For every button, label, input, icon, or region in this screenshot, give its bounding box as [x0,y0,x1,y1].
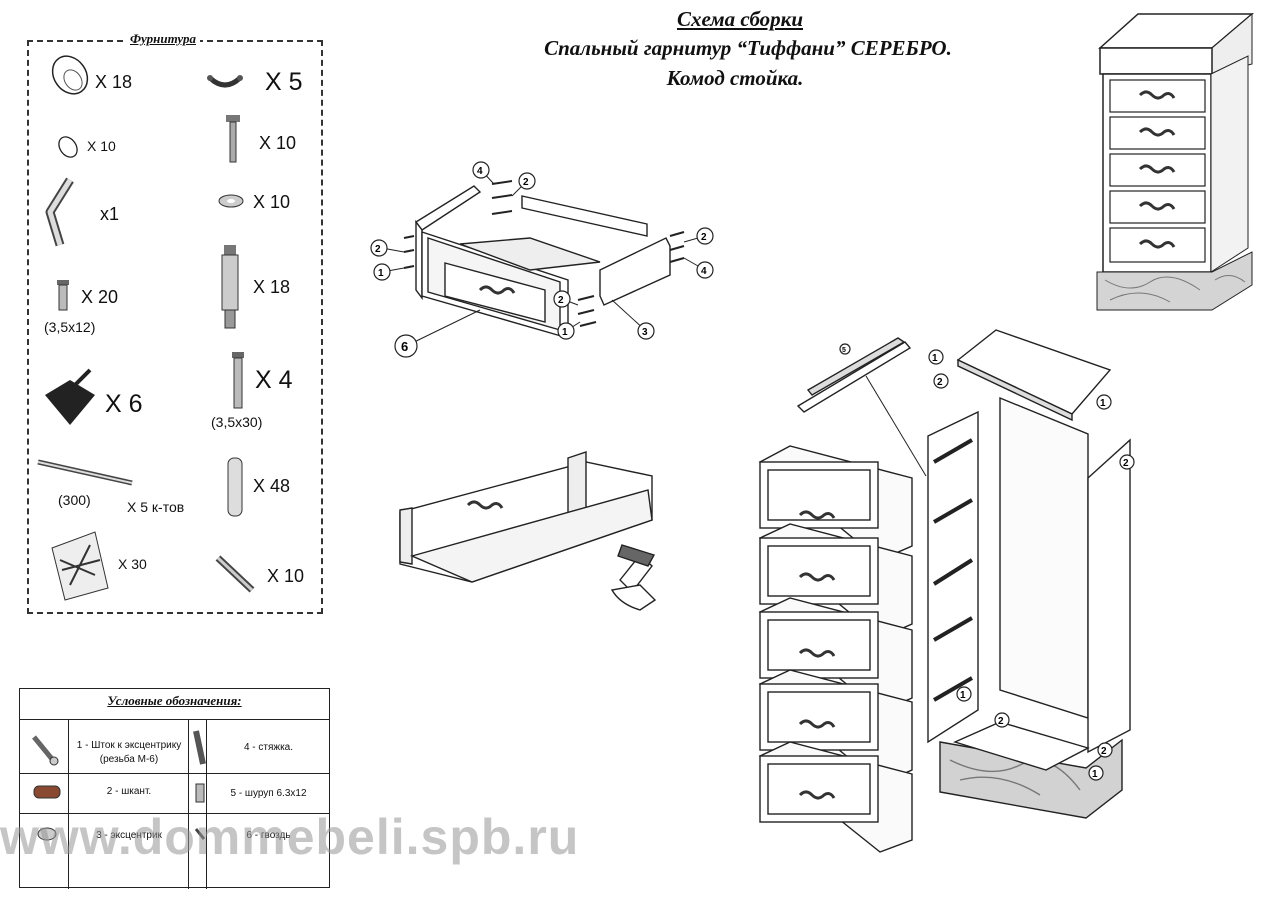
legend-stem-text: 1 - Шток к эксцентрику (резьба М-6) [76,740,182,765]
nail-bag-icon [51,531,109,601]
dowel-icon [33,785,61,799]
hex-key-icon [45,177,74,247]
svg-text:1: 1 [960,690,966,701]
small-cap-icon [58,136,78,158]
qty-hex-key: x1 [100,204,120,224]
svg-text:1: 1 [1092,769,1098,780]
svg-text:6: 6 [401,339,408,354]
watermark: www.dommebeli.spb.ru [0,809,580,865]
note-short-screw: (3,5x12) [44,319,96,335]
svg-text:3: 3 [642,327,648,338]
cam-stem-icon [221,245,239,329]
drawer-stack [758,445,913,853]
diagram-title: Схема сборки [676,7,803,31]
product-name: Спальный гарнитур “Тиффани” СЕРЕБРО. [544,36,952,60]
tie-screw-icon [193,730,206,765]
legend-eccentric-text: 3 - эксцентрик [96,830,162,841]
svg-text:2: 2 [701,232,707,243]
svg-text:2: 2 [523,177,529,188]
drawer-slide-icon [37,459,133,486]
furniture-leg-icon [45,368,95,425]
svg-text:1: 1 [562,327,568,338]
drawer-nailing [399,451,657,611]
eccentric-icon [37,827,57,841]
legend-dowel-text: 2 - шкант. [106,786,152,797]
bolt-icon [226,115,240,163]
short-screw-icon [57,280,69,311]
svg-text:2: 2 [558,295,564,306]
svg-text:2: 2 [375,244,381,255]
callout-2: 2 [553,290,571,308]
svg-text:2: 2 [1123,458,1129,469]
qty-washer: X 10 [253,192,291,212]
svg-text:2: 2 [1101,746,1107,757]
carcass [796,329,1131,819]
callout-3: 3 [637,322,655,340]
callout-6: 6 [394,334,418,358]
qty-nail-bag: X 30 [118,556,147,572]
legend-tie-text: 4 - стяжка. [243,742,294,753]
svg-text:5: 5 [842,347,846,354]
svg-text:4: 4 [477,166,483,177]
callout-2: 2 [1119,454,1135,470]
qty-cam-stem: X 18 [253,277,291,297]
dowel-icon [227,457,243,517]
callout-4: 4 [696,261,714,279]
exploded-drawer [414,185,671,339]
nail-icon [194,828,206,840]
legend-icons [32,730,206,841]
qty-handle: X 5 [265,68,303,96]
callout-1: 1 [373,263,391,281]
callout-1: 1 [1096,394,1112,410]
product-type: Комод стойка. [666,66,804,90]
callout-2: 2 [933,373,949,389]
callout-1: 1 [928,349,944,365]
qty-drawer-slide: X 5 к-тов [127,499,185,515]
callout-2: 2 [994,712,1010,728]
svg-text:2: 2 [998,716,1004,727]
callout-2: 2 [1097,742,1113,758]
svg-text:1: 1 [378,268,384,279]
svg-text:4: 4 [701,266,707,277]
hardware-panel-title: Фурнитура [126,31,200,47]
qty-bolt: X 10 [259,133,297,153]
screw-icon [195,783,205,803]
svg-text:1: 1 [932,353,938,364]
qty-dowel: X 48 [253,476,291,496]
handle-icon [207,75,243,88]
cam-disc-icon [51,55,89,95]
qty-furniture-leg: X 6 [105,390,143,418]
callouts: 4 2 2 1 2 4 2 1 3 6 5 1 2 1 2 1 2 2 1 [370,161,1135,781]
note-drawer-slide: (300) [58,492,91,508]
svg-text:2: 2 [937,377,943,388]
qty-short-screw: X 20 [81,287,119,307]
qty-small-cap: X 10 [87,138,116,154]
callout-5: 5 [839,343,851,355]
qty-long-screw: X 4 [255,366,293,394]
callout-2: 2 [370,239,388,257]
washer-icon [218,194,244,208]
callout-4: 4 [472,161,490,179]
hardware-icons [37,55,255,601]
finished-chest-illustration [1096,12,1255,311]
callout-1: 1 [557,322,575,340]
qty-cam-disc: X 18 [95,72,133,92]
confirmat-screw-icon [215,555,255,593]
note-long-screw: (3,5x30) [211,414,263,430]
long-screw-icon [232,352,244,409]
callout-1: 1 [1088,765,1104,781]
legend-nail-text: 6 - гвоздь [246,830,291,841]
legend-table: Условные обозначения: 1 - Шток к эксцент… [19,688,330,889]
stem-icon [32,735,59,766]
legend-screw-text: 5 - шуруп 6.3x12 [230,788,307,799]
callout-1: 1 [956,686,972,702]
legend-title: Условные обозначения: [107,693,242,708]
callout-2: 2 [518,172,536,190]
qty-confirmat-screw: X 10 [267,566,305,586]
svg-text:1: 1 [1100,398,1106,409]
callout-2: 2 [696,227,714,245]
